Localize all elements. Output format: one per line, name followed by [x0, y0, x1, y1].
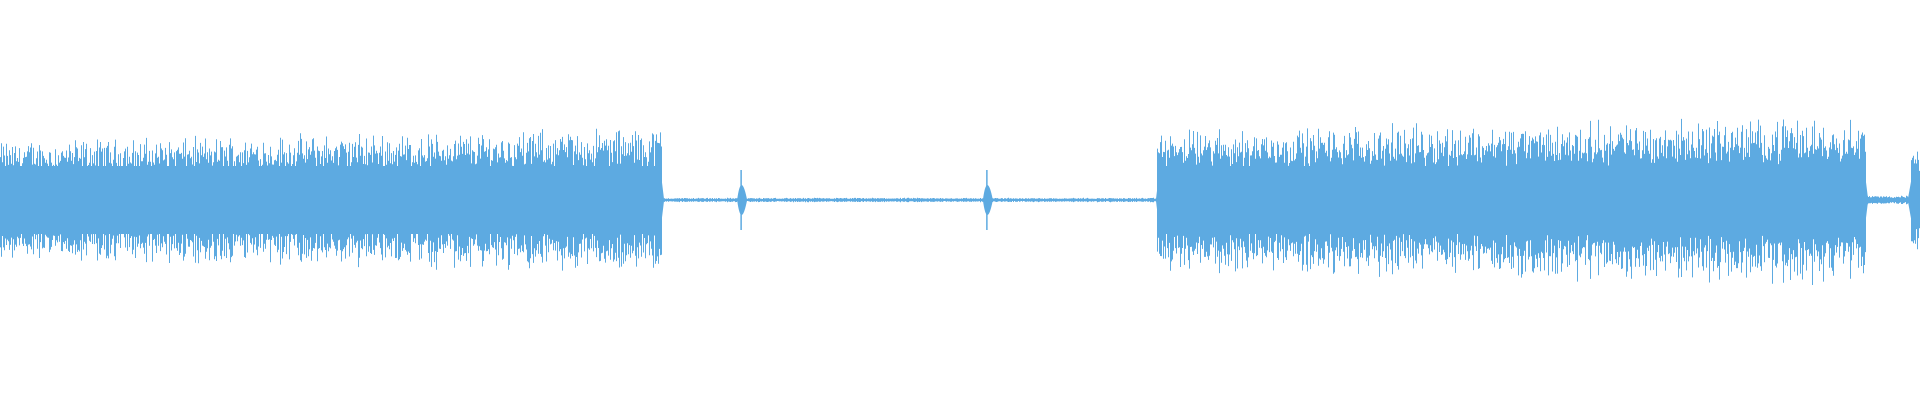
transient-click-2 [982, 185, 993, 215]
transient-click-1 [737, 185, 748, 215]
waveform-body [0, 166, 1920, 234]
waveform-transients [737, 170, 993, 230]
